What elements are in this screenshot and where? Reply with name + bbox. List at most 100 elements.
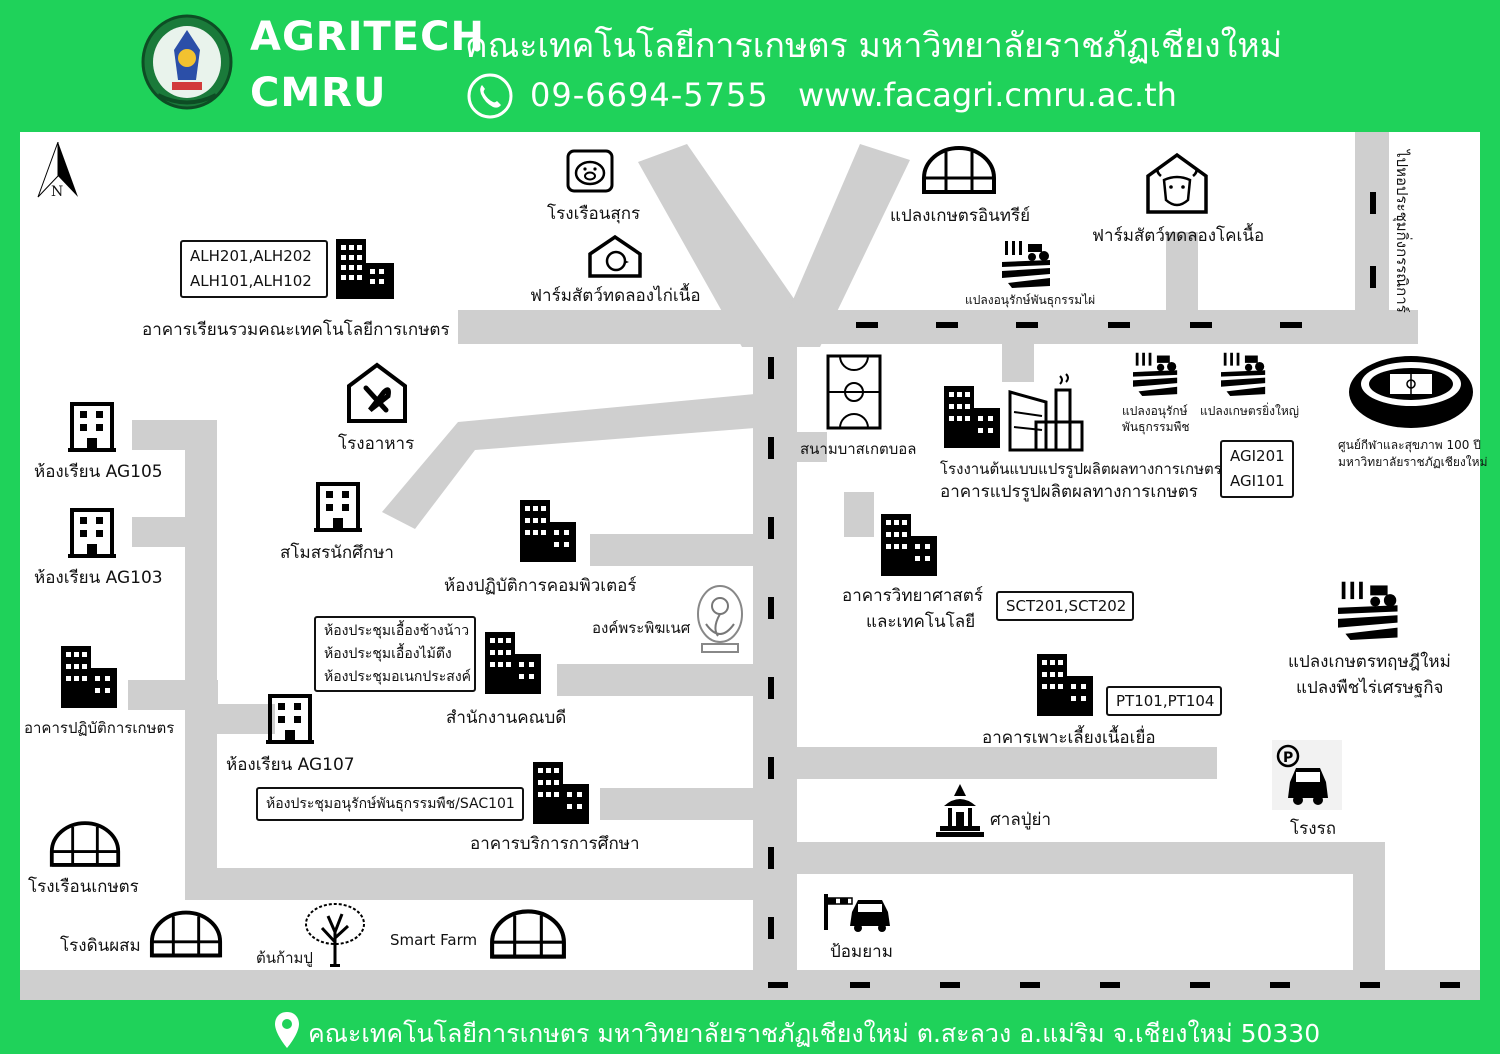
sct-rooms-box: SCT201,SCT202: [996, 591, 1134, 621]
brand-line-2: CMRU: [250, 70, 387, 116]
processing-label-2: อาคารแปรรูปผลิตผลทางการเกษตร: [940, 482, 1198, 502]
stadium-label-2: มหาวิทยาลัยราชภัฏเชียงใหม่: [1338, 455, 1488, 469]
processing-label-1: โรงงานต้นแบบแปรรูปผลิตผลทางการเกษตร: [940, 460, 1222, 478]
smart-farm-label: Smart Farm: [390, 931, 478, 949]
plant-genetics-label-2: พันธุกรรมพืช: [1122, 420, 1190, 434]
factory-icon: [1008, 373, 1084, 452]
science-label-2: และเทคโนโลยี: [866, 612, 976, 632]
campus-map: N ไปหอประชุมกิ่งกรรณิการ์ โรงเรือนสุกร ฟ…: [20, 132, 1487, 1000]
science-building-icon: [881, 514, 937, 576]
garage-label: โรงรถ: [1290, 819, 1336, 839]
ganesh-statue-icon: [697, 585, 743, 653]
chicken-icon: [588, 234, 642, 278]
organic-plot-label: แปลงเกษตรอินทรีย์: [890, 206, 1031, 226]
pig-icon: [566, 149, 614, 193]
classroom-building-icon: [68, 402, 116, 452]
ganesh-label: องค์พระพิฆเนศ: [592, 619, 691, 637]
bamboo-plot-label: แปลงอนุรักษ์พันธุกรรมไผ่: [965, 293, 1096, 307]
guard-post-label: ป้อมยาม: [830, 942, 893, 962]
basketball-court-icon: [826, 354, 882, 430]
sac-room: ห้องประชุมอนุรักษ์พันธุกรรมพืช/SAC101: [266, 796, 515, 812]
sac-room-box: ห้องประชุมอนุรักษ์พันธุกรรมพืช/SAC101: [256, 787, 524, 821]
new-theory-label-2: แปลงพืชไร่เศรษฐกิจ: [1296, 678, 1444, 698]
website-link[interactable]: www.facagri.cmru.ac.th: [798, 76, 1177, 114]
pt-rooms-box: PT101,PT104: [1106, 686, 1222, 716]
computer-lab-label: ห้องปฏิบัติการคอมพิวเตอร์: [444, 576, 637, 596]
footer: คณะเทคโนโลยีการเกษตร มหาวิทยาลัยราชภัฏเช…: [0, 1010, 1500, 1054]
pt-rooms: PT101,PT104: [1116, 692, 1215, 710]
tissue-culture-label: อาคารเพาะเลี้ยงเนื้อเยื่อ: [982, 728, 1156, 748]
ag103-label: ห้องเรียน AG103: [34, 568, 163, 588]
shrine-label: ศาลปู่ย่า: [990, 810, 1052, 830]
smart-farm-greenhouse-icon: [490, 909, 566, 959]
farm-tractor-icon: [1338, 581, 1398, 640]
plant-genetics-label-1: แปลงอนุรักษ์: [1122, 404, 1188, 418]
large-plot-label: แปลงเกษตรยิ่งใหญ่: [1200, 404, 1299, 418]
science-label-1: อาคารวิทยาศาสตร์: [842, 586, 983, 606]
meeting-room-3: ห้องประชุมอเนกประสงค์: [324, 669, 472, 685]
farm-tractor-icon: [1002, 241, 1050, 288]
greenhouse-label: โรงเรือนเกษตร: [28, 877, 139, 897]
ag107-label: ห้องเรียน AG107: [226, 755, 355, 775]
student-union-label: สโมสรนักศึกษา: [280, 543, 394, 563]
farm-tractor-icon: [1221, 352, 1266, 396]
meeting-rooms-box: ห้องประชุมเอื้องช้างน้าว ห้องประชุมเอื้อ…: [314, 616, 476, 692]
lecture-building-icon: [336, 239, 394, 299]
lecture-building-label: อาคารเรียนรวมคณะเทคโนโลยีการเกษตร: [142, 320, 450, 340]
sct-rooms: SCT201,SCT202: [1006, 597, 1127, 615]
student-union-building-icon: [314, 482, 362, 532]
meeting-room-2: ห้องประชุมเอื้องไม้ตึง: [324, 646, 452, 662]
meeting-room-1: ห้องประชุมเอื้องช้างน้าว: [324, 623, 470, 639]
classroom-building-icon: [266, 694, 314, 744]
education-services-label: อาคารบริการการศึกษา: [470, 834, 640, 854]
agi-line-2: AGI101: [1230, 472, 1285, 490]
compass-label: N: [51, 184, 64, 200]
ag105-label: ห้องเรียน AG105: [34, 462, 163, 482]
farm-tractor-icon: [1133, 352, 1178, 396]
svg-text:P: P: [1283, 750, 1293, 766]
organic-greenhouse-icon: [922, 146, 996, 194]
location-pin-icon: [275, 1012, 299, 1048]
soil-house-label: โรงดินผสม: [60, 936, 141, 956]
processing-building-icon: [944, 386, 1000, 448]
north-arrow-icon: [37, 142, 78, 198]
shrine-icon: [936, 784, 984, 837]
agi-line-1: AGI201: [1230, 447, 1285, 465]
alh-line-2: ALH101,ALH102: [190, 272, 312, 290]
computer-lab-building-icon: [520, 500, 576, 562]
canteen-icon: [347, 362, 407, 423]
agi-rooms-box: AGI201 AGI101: [1220, 440, 1294, 498]
chicken-farm-label: ฟาร์มสัตว์ทดลองไก่เนื้อ: [530, 286, 701, 306]
alh-line-1: ALH201,ALH202: [190, 247, 312, 265]
practice-building-icon: [61, 646, 117, 708]
phone-number: 09-6694-5755: [530, 76, 769, 114]
education-services-building-icon: [533, 762, 589, 824]
canteen-label: โรงอาหาร: [338, 434, 415, 454]
brand-line-1: AGRITECH: [250, 14, 485, 60]
beef-farm-label: ฟาร์มสัตว์ทดลองโคเนื้อ: [1092, 226, 1265, 246]
practice-building-label: อาคารปฏิบัติการเกษตร: [24, 719, 175, 737]
soil-house-greenhouse-icon: [149, 910, 223, 958]
footer-address: คณะเทคโนโลยีการเกษตร มหาวิทยาลัยราชภัฏเช…: [308, 1019, 1321, 1048]
basketball-label: สนามบาสเกตบอล: [800, 440, 917, 458]
faculty-title: คณะเทคโนโลยีการเกษตร มหาวิทยาลัยราชภัฏเช…: [465, 26, 1283, 66]
pig-house-label: โรงเรือนสุกร: [547, 204, 641, 224]
alh-rooms-box: ALH201,ALH202 ALH101,ALH102: [180, 240, 328, 298]
greenhouse-icon: [49, 821, 121, 867]
cow-icon: [1146, 152, 1208, 214]
phone-icon: [467, 73, 513, 119]
road-network: [20, 132, 1480, 1000]
dean-office-building-icon: [485, 632, 541, 694]
parking-garage-icon: P: [1272, 740, 1342, 810]
tissue-culture-building-icon: [1037, 654, 1093, 716]
university-logo: [141, 14, 233, 110]
classroom-building-icon: [68, 508, 116, 558]
stadium-icon: [1349, 356, 1473, 428]
dean-office-label: สำนักงานคณบดี: [446, 708, 567, 728]
stadium-label-1: ศูนย์กีฬาและสุขภาพ 100 ปี: [1338, 438, 1481, 452]
road-right-label: ไปหอประชุมกิ่งกรรณิการ์: [1393, 150, 1411, 313]
tree-icon: [305, 903, 365, 967]
guard-post-icon: [824, 894, 890, 932]
new-theory-label-1: แปลงเกษตรทฤษฎีใหม่: [1288, 652, 1451, 672]
tree-label: ต้นก้ามปู: [256, 949, 313, 967]
